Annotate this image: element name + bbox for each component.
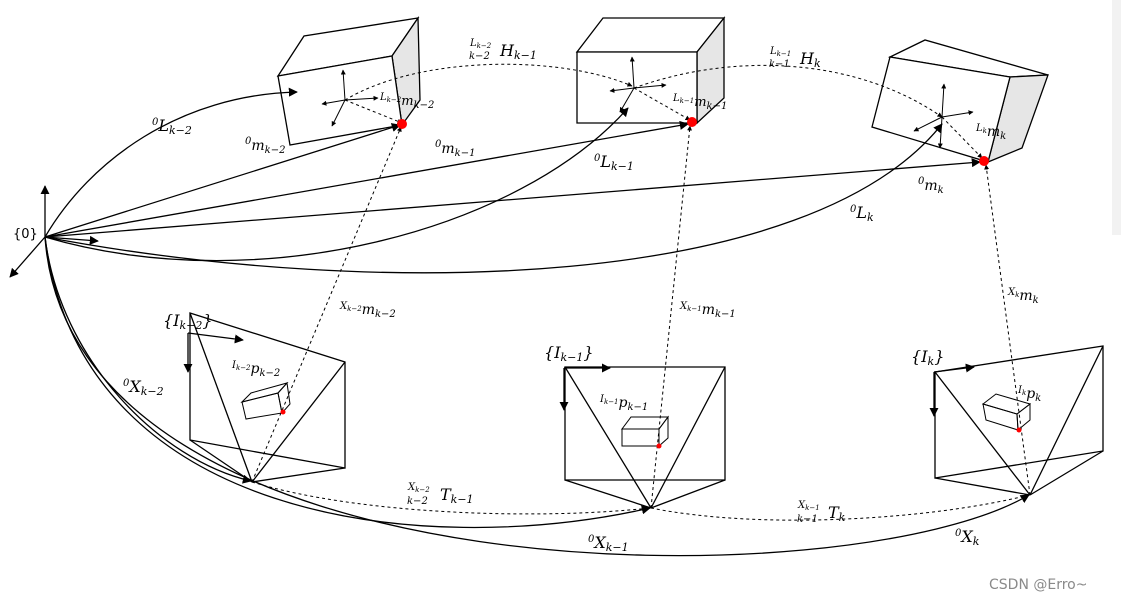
landmark-point-label-3: Lkmk xyxy=(975,123,1006,142)
landmark-pose-label-1: 0Lk−2 xyxy=(152,116,192,137)
pose-curve-L2 xyxy=(44,107,629,262)
pose-curve-L3 xyxy=(44,123,943,274)
landmark-point-1 xyxy=(397,119,407,129)
camera-pose-curve-2 xyxy=(44,236,651,529)
world-point-line-3 xyxy=(44,158,981,238)
camera-pose-curve-3 xyxy=(44,236,1030,557)
ray-1 xyxy=(251,126,402,483)
landmark-pose-label-2: 0Lk−1 xyxy=(594,152,634,173)
landmark-box-3 xyxy=(871,39,1049,164)
world-point-line-2 xyxy=(44,120,689,238)
landmark-box-2 xyxy=(575,16,726,125)
landmark-motion-label-1-top: Lk−2 xyxy=(469,38,492,50)
camera-motion-label-1: Tk−1 xyxy=(440,485,474,506)
camera-motion-label-1-top: Xk−2 xyxy=(407,482,430,494)
landmark-point-label-1: Lk−2mk−2 xyxy=(379,92,434,111)
camera-motion-T2 xyxy=(650,493,1030,521)
camera-motion-label-2: Tk xyxy=(828,503,846,524)
camera-pose-curve-1 xyxy=(44,236,252,484)
landmark-motion-H1 xyxy=(344,63,633,101)
landmark-box-1 xyxy=(276,15,421,146)
camera-frame-label-1: {Ik−2} xyxy=(163,311,213,332)
landmark-motion-label-1-bot: k−2 xyxy=(469,51,490,62)
camera-object-3 xyxy=(981,393,1032,432)
landmark-point-2 xyxy=(687,117,697,127)
landmark-motion-label-2: Hk xyxy=(799,49,821,70)
camera-motion-label-2-top: Xk−1 xyxy=(797,500,820,512)
camera-object-2 xyxy=(621,415,669,448)
camera-pose-label-2: 0Xk−1 xyxy=(588,533,629,554)
camera-frustum-3 xyxy=(929,345,1104,496)
ray-3 xyxy=(984,164,1031,496)
pixel-label-1: Ik−2pk−2 xyxy=(231,360,280,379)
camera-motion-label-2-bot: k−1 xyxy=(797,514,818,525)
camera-frustum-1 xyxy=(183,312,346,483)
camera-motion-T1 xyxy=(251,481,651,515)
camera-frustum-2 xyxy=(559,363,726,509)
pose-curve-L1 xyxy=(44,87,298,238)
landmark-motion-label-2-top: Lk−1 xyxy=(769,46,791,58)
watermark: CSDN @Erro~ xyxy=(989,577,1087,593)
camera-frame-label-3: {Ik} xyxy=(911,347,944,368)
pixel-point-2 xyxy=(656,443,662,449)
camera-pose-label-3: 0Xk xyxy=(955,527,980,548)
landmark-point-3 xyxy=(979,156,989,166)
origin-label: {0} xyxy=(13,227,38,242)
landmark-pose-label-3: 0Lk xyxy=(850,203,874,224)
world-point-label-1: 0mk−2 xyxy=(245,136,285,156)
pixel-point-1 xyxy=(280,409,286,415)
landmark-point-label-2: Lk−1mk−1 xyxy=(672,93,727,112)
scrollbar-track xyxy=(1112,0,1121,235)
origin-frame xyxy=(9,185,99,278)
world-point-label-3: 0mk xyxy=(918,176,944,196)
pixel-label-2: Ik−1pk−1 xyxy=(599,394,648,413)
ray-label-2: Xk−1mk−1 xyxy=(679,301,736,320)
landmark-motion-label-2-bot: k−1 xyxy=(769,59,790,70)
landmark-motion-label-1: Hk−1 xyxy=(499,41,537,62)
ray-2 xyxy=(650,125,693,509)
pixel-label-3: Ikpk xyxy=(1017,385,1041,404)
camera-frame-label-2: {Ik−1} xyxy=(544,343,594,364)
world-point-line-1 xyxy=(44,123,401,238)
pixel-point-3 xyxy=(1016,427,1022,433)
camera-motion-label-1-bot: k−2 xyxy=(407,496,428,507)
ray-label-3: Xkmk xyxy=(1007,287,1039,306)
world-point-label-2: 0mk−1 xyxy=(435,139,475,159)
camera-pose-label-1: 0Xk−2 xyxy=(123,377,164,398)
landmark-motion-H2 xyxy=(633,64,943,118)
ray-label-1: Xk−2mk−2 xyxy=(339,301,396,320)
